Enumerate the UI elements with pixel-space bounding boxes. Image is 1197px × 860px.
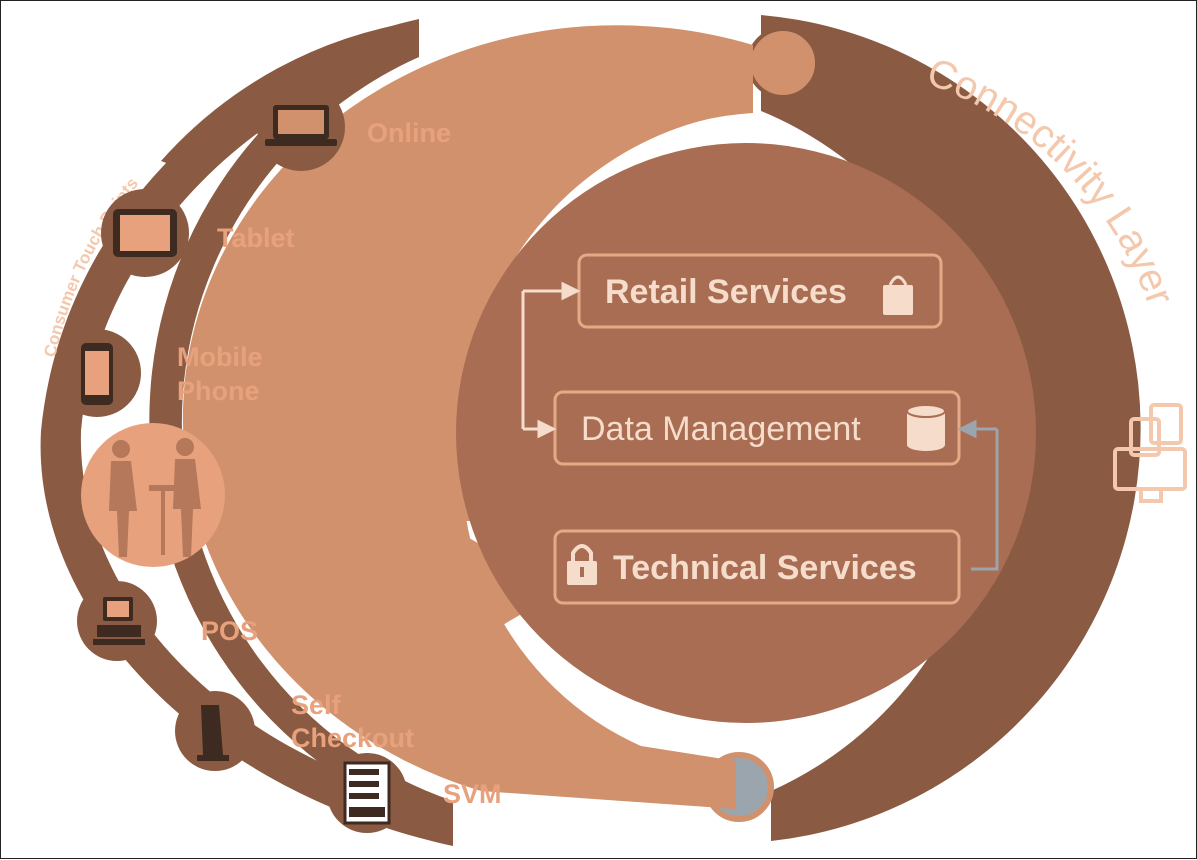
- cycle-arrow: [182, 25, 753, 810]
- vending-machine-icon: [343, 761, 391, 825]
- touch-point-pos: POS: [77, 581, 258, 661]
- touch-point-tablet: Tablet: [101, 189, 295, 277]
- service-retail: Retail Services: [577, 253, 943, 329]
- technical-data-link: [957, 419, 999, 571]
- touch-point-svm: SVM: [327, 753, 502, 833]
- svg-text:Self: Self: [291, 690, 342, 720]
- tablet-icon: [113, 209, 177, 257]
- touch-point-online: Online: [257, 83, 451, 171]
- pos-terminal-icon: [93, 597, 145, 645]
- shoppers-icon: [109, 438, 201, 557]
- svg-text:Data Management: Data Management: [581, 410, 861, 448]
- mobile-phone-icon: [81, 343, 113, 405]
- database-icon: [906, 404, 946, 451]
- connector-top: [747, 27, 819, 99]
- touch-points-arc: [149, 21, 453, 831]
- svg-text:Technical Services: Technical Services: [613, 549, 917, 587]
- touch-point-mobile-phone: Mobile Phone: [53, 329, 263, 417]
- connectivity-arc: [761, 15, 1141, 841]
- shopping-bag-icon: [883, 275, 913, 315]
- svg-text:POS: POS: [201, 616, 258, 646]
- retail-data-link: [521, 281, 581, 439]
- svg-text:Checkout: Checkout: [291, 723, 414, 753]
- svg-text:Mobile: Mobile: [177, 342, 263, 372]
- svg-text:SVM: SVM: [443, 779, 502, 809]
- service-technical: Technical Services: [553, 529, 961, 605]
- svg-text:Online: Online: [367, 118, 451, 148]
- laptop-icon: [265, 105, 337, 146]
- lock-icon: [567, 544, 597, 585]
- touch-point-in-store: [81, 423, 225, 567]
- svg-text:Retail Services: Retail Services: [605, 273, 847, 311]
- service-data-management: Data Management: [553, 390, 961, 466]
- kiosk-icon: [197, 705, 229, 761]
- connected-devices-icon: [1113, 403, 1187, 503]
- svg-text:Tablet: Tablet: [217, 223, 295, 253]
- svg-text:Phone: Phone: [177, 376, 260, 406]
- touch-point-self-checkout: Self Checkout: [175, 690, 414, 771]
